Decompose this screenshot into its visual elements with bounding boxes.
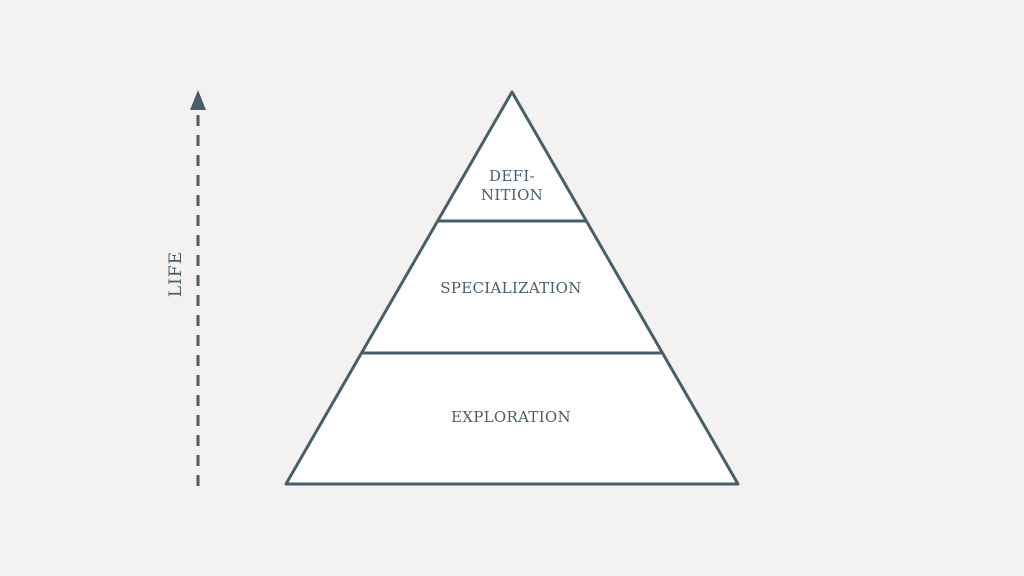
pyramid: DEFI- NITION SPECIALIZATION EXPLORATION — [284, 90, 740, 486]
life-axis-label: LIFE — [166, 251, 186, 297]
tier-label-definition-line1: DEFI- — [489, 167, 535, 185]
pyramid-outline — [284, 90, 740, 486]
life-axis: LIFE — [166, 90, 206, 486]
tier-label-definition-line2: NITION — [481, 186, 543, 204]
tier-label-exploration: EXPLORATION — [451, 408, 571, 426]
tier-label-specialization: SPECIALIZATION — [440, 279, 581, 297]
arrow-up-icon — [190, 90, 206, 110]
